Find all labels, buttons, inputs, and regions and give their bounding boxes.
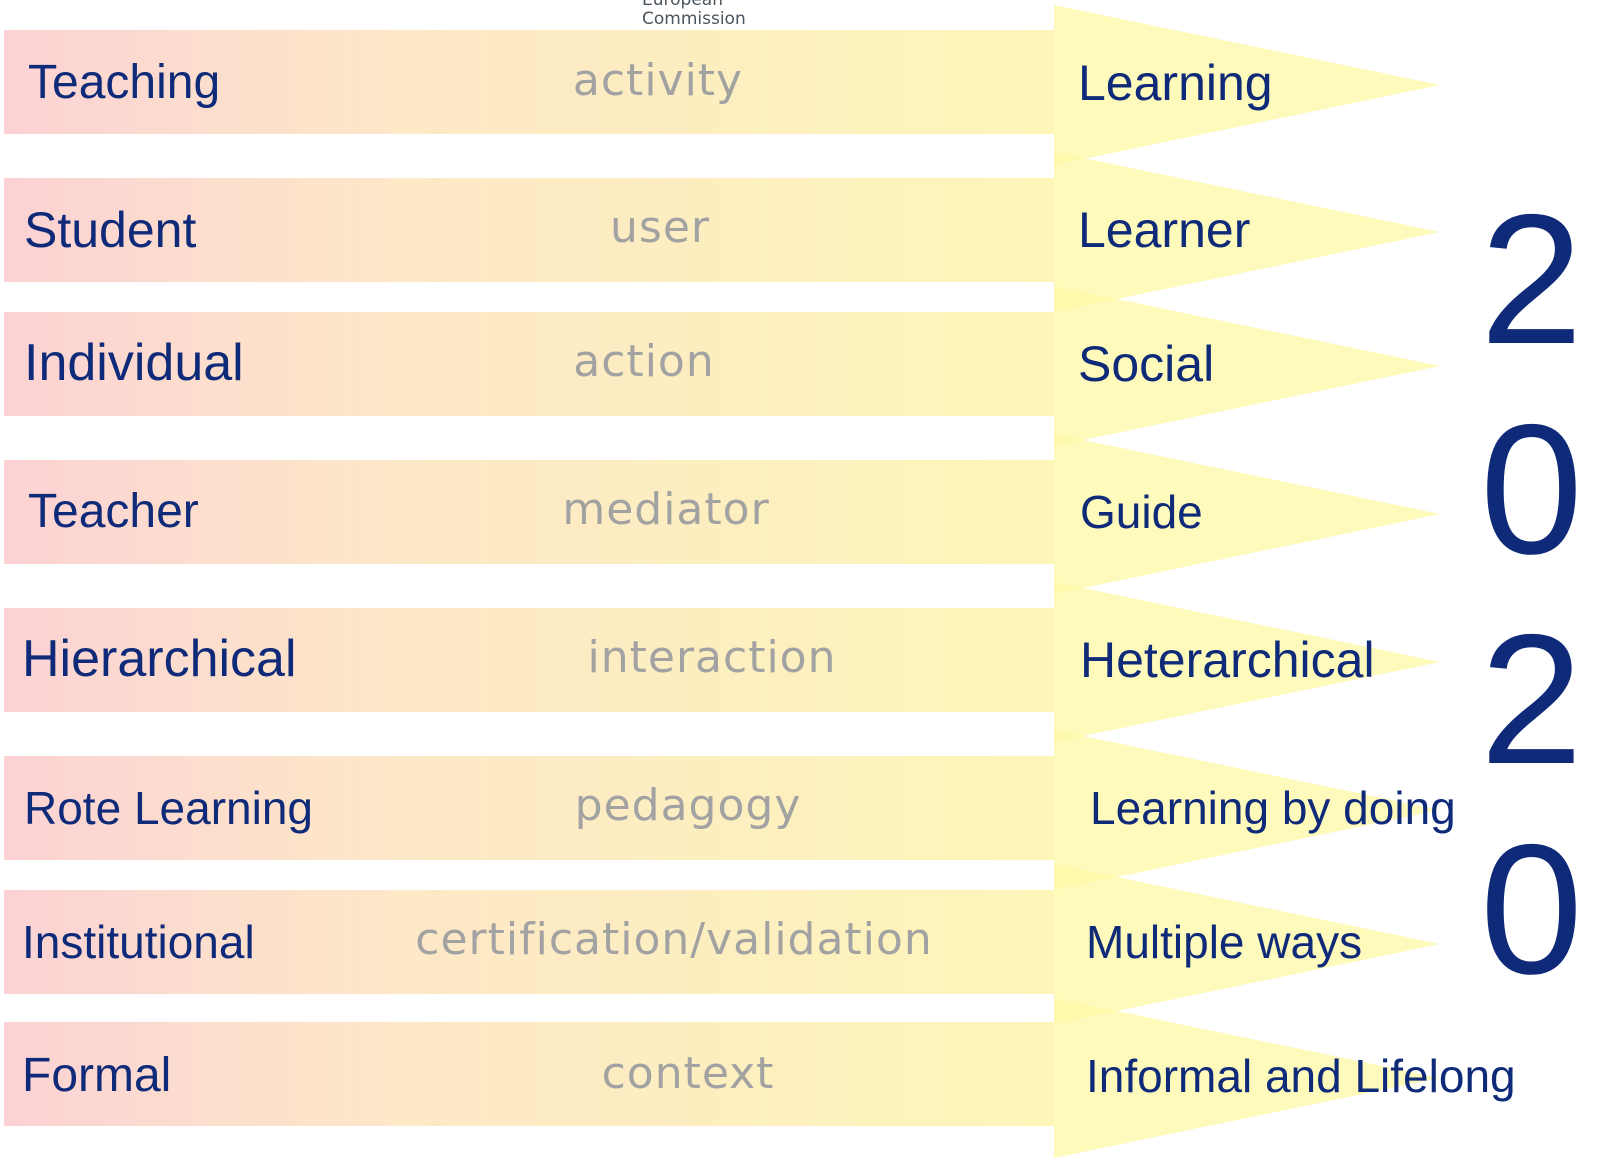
arrow-head [1054, 582, 1440, 742]
arrow-head [1054, 5, 1440, 165]
dimension-label: action [573, 335, 715, 387]
logo-text-european: European [642, 0, 723, 10]
dimension-label: context [601, 1047, 775, 1099]
year-digit: 0 [1480, 387, 1583, 593]
arrow-head [1054, 286, 1440, 446]
arrow-body [4, 312, 1054, 416]
new-concept-label: Learner [1078, 201, 1251, 258]
arrow-head [1054, 152, 1440, 312]
old-concept-label: Rote Learning [24, 781, 313, 834]
dimension-label: mediator [562, 483, 770, 535]
new-concept-label: Learning [1078, 54, 1273, 111]
logo-text-commission: Commission [642, 9, 746, 29]
new-concept-label: Learning by doing [1090, 781, 1456, 834]
arrow-body [4, 890, 1054, 994]
new-concept-label: Guide [1080, 485, 1203, 538]
old-concept-label: Individual [24, 334, 244, 393]
new-concept-label: Heterarchical [1080, 631, 1375, 688]
old-concept-label: Teaching [28, 55, 221, 109]
old-concept-label: Hierarchical [22, 630, 297, 689]
year-digit: 2 [1480, 177, 1583, 383]
old-concept-label: Institutional [22, 915, 255, 968]
old-concept-label: Teacher [28, 484, 199, 538]
old-concept-label: Formal [22, 1048, 172, 1102]
dimension-label: interaction [587, 631, 837, 683]
new-concept-label: Social [1078, 335, 1215, 392]
arrow-head [1054, 730, 1440, 890]
arrow-head [1054, 998, 1440, 1158]
new-concept-label: Informal and Lifelong [1086, 1049, 1516, 1102]
arrow-body [4, 30, 1054, 134]
arrow-head [1054, 434, 1440, 594]
year-digit: 2 [1480, 597, 1583, 803]
arrow-body [4, 608, 1054, 712]
arrow-body [4, 460, 1054, 564]
old-concept-label: Student [24, 201, 197, 258]
arrow-body [4, 756, 1054, 860]
arrow-body [4, 178, 1054, 282]
arrow-body [4, 1022, 1054, 1126]
dimension-label: user [610, 201, 710, 253]
new-concept-label: Multiple ways [1086, 915, 1363, 968]
year-digit: 0 [1480, 807, 1583, 1013]
arrow-head [1054, 864, 1440, 1024]
dimension-label: pedagogy [574, 779, 802, 831]
dimension-label: activity [572, 54, 744, 106]
dimension-label: certification/validation [415, 913, 933, 965]
